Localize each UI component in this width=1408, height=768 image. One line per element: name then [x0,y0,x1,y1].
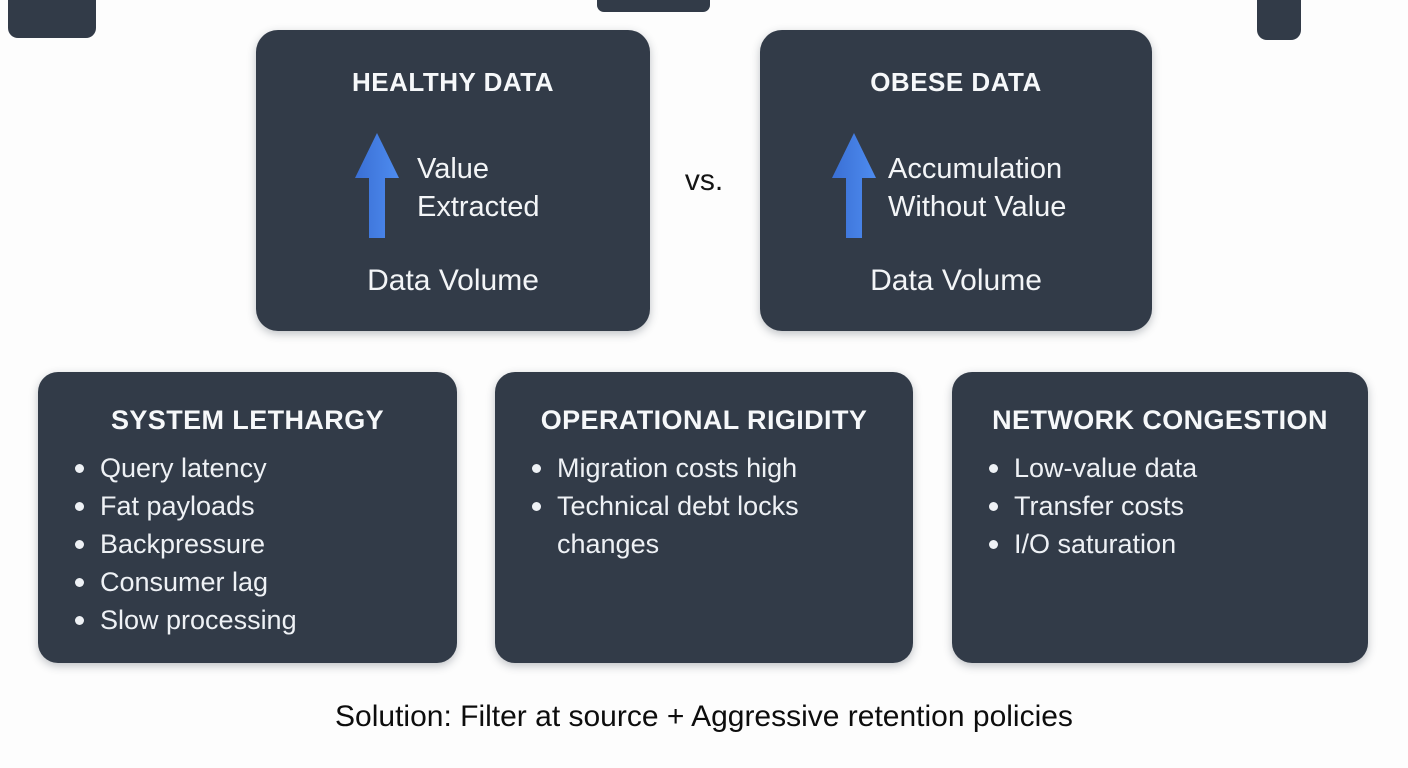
healthy-data-title: HEALTHY DATA [352,67,554,97]
bullet-item: Backpressure [75,525,457,563]
healthy-axis-label: Data Volume [367,264,539,297]
network-congestion-card: NETWORK CONGESTION Low-value data Transf… [952,372,1368,663]
obese-trend-label-line2: Without Value [888,191,1067,223]
bullet-item: Fat payloads [75,487,457,525]
obese-data-card: OBESE DATA Accumulation Without Value [760,30,1152,331]
up-arrow-icon [832,133,876,243]
bullet-item: Slow processing [75,601,457,639]
up-arrow-icon [355,133,399,243]
healthy-trend-label: Value Extracted [417,133,540,226]
system-lethargy-card: SYSTEM LETHARGY Query latency Fat payloa… [38,372,457,663]
operational-rigidity-card: OPERATIONAL RIGIDITY Migration costs hig… [495,372,913,663]
bullet-item: Consumer lag [75,563,457,601]
bullet-item: Migration costs high [532,449,872,487]
system-lethargy-title: SYSTEM LETHARGY [110,405,385,435]
bullet-item: Query latency [75,449,457,487]
obese-axis-label: Data Volume [870,264,1042,297]
healthy-data-card: HEALTHY DATA Value Extracted Data V [256,30,650,331]
obese-data-title: OBESE DATA [870,67,1042,97]
operational-rigidity-title: OPERATIONAL RIGIDITY [540,405,868,435]
bullet-item: Transfer costs [989,487,1368,525]
vs-label: vs. [684,164,724,197]
obese-trend: Accumulation Without Value [832,133,1066,243]
obese-trend-label: Accumulation Without Value [888,133,1066,226]
network-congestion-title: NETWORK CONGESTION [992,405,1328,435]
network-congestion-bullet-list: Low-value data Transfer costs I/O satura… [952,449,1368,563]
obese-trend-label-line1: Accumulation [888,153,1063,185]
bullet-item: Low-value data [989,449,1368,487]
healthy-trend: Value Extracted [355,133,540,243]
cropped-card-remnant-center [597,0,710,12]
bullet-item: Technical debt locks changes [532,487,872,563]
cropped-card-remnant-left [8,0,96,38]
operational-rigidity-bullet-list: Migration costs high Technical debt lock… [495,449,913,563]
bullet-item: I/O saturation [989,525,1368,563]
solution-text: Solution: Filter at source + Aggressive … [335,700,1073,733]
healthy-trend-label-line1: Value [417,153,490,185]
healthy-trend-label-line2: Extracted [417,191,540,223]
cropped-card-remnant-right [1257,0,1301,40]
system-lethargy-bullet-list: Query latency Fat payloads Backpressure … [38,449,457,639]
